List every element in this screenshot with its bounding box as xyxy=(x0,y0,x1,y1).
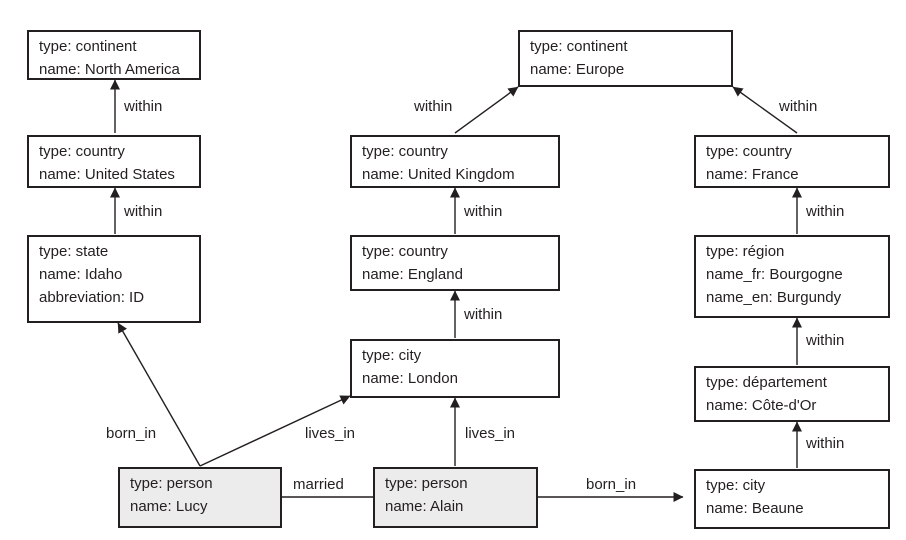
node-line: name: Lucy xyxy=(130,498,208,515)
edge-label-beaune-within-cotedor: within xyxy=(806,435,845,452)
node-idaho: type: state name: Idaho abbreviation: ID xyxy=(27,235,201,323)
node-line: name: Beaune xyxy=(706,500,804,517)
edge-lucy-lives-in-london xyxy=(199,395,351,467)
node-line: name_fr: Bourgogne xyxy=(706,266,843,283)
node-france: type: country name: France xyxy=(694,135,890,188)
node-line: name: England xyxy=(362,266,463,283)
node-line: type: person xyxy=(385,475,468,492)
edge-uk-within-europe xyxy=(454,86,519,134)
edge-france-within-europe xyxy=(732,86,798,134)
node-line: type: city xyxy=(362,347,422,364)
node-line: type: continent xyxy=(39,38,137,55)
node-beaune: type: city name: Beaune xyxy=(694,469,890,529)
node-line: name: North America xyxy=(39,61,180,78)
edge-label-lucy-lives-in-london: lives_in xyxy=(305,425,356,442)
node-lucy: type: person name: Lucy xyxy=(118,467,282,528)
edge-label-alain-born-in-beaune: born_in xyxy=(586,476,637,493)
node-bourgogne: type: région name_fr: Bourgogne name_en:… xyxy=(694,235,890,318)
edge-label-lucy-married-alain: married xyxy=(293,476,344,493)
node-line: type: country xyxy=(706,143,792,160)
node-london: type: city name: London xyxy=(350,339,560,398)
node-line: name: United States xyxy=(39,166,175,183)
node-line: name: Côte-d'Or xyxy=(706,397,817,414)
node-line: type: state xyxy=(39,243,109,260)
edge-label-bourgogne-within-france: within xyxy=(806,203,845,220)
edge-label-france-within-europe: within xyxy=(779,98,818,115)
node-line: name: Alain xyxy=(385,498,464,515)
node-line: name: Idaho xyxy=(39,266,123,283)
edge-label-england-within-uk: within xyxy=(464,203,503,220)
node-united-states: type: country name: United States xyxy=(27,135,201,188)
node-line: type: country xyxy=(362,243,448,260)
node-line: name: United Kingdom xyxy=(362,166,515,183)
node-united-kingdom: type: country name: United Kingdom xyxy=(350,135,560,188)
edge-label-lucy-born-in-idaho: born_in xyxy=(106,425,157,442)
edge-label-cotedor-within-bourgogne: within xyxy=(806,332,845,349)
edge-label-london-within-england: within xyxy=(464,306,503,323)
node-line: type: country xyxy=(39,143,125,160)
node-north-america: type: continent name: North America xyxy=(27,30,201,80)
node-line: name_en: Burgundy xyxy=(706,289,842,306)
node-line: name: France xyxy=(706,166,799,183)
node-line: name: Europe xyxy=(530,61,625,78)
node-line: abbreviation: ID xyxy=(39,289,145,306)
edge-label-uk-within-europe: within xyxy=(414,98,453,115)
edge-lucy-born-in-idaho xyxy=(117,322,201,467)
node-line: type: city xyxy=(706,477,766,494)
edge-label-alain-lives-in-london: lives_in xyxy=(465,425,516,442)
node-line: type: département xyxy=(706,374,827,391)
node-line: type: person xyxy=(130,475,213,492)
edge-label-us-within-na: within xyxy=(124,98,163,115)
node-line: type: région xyxy=(706,243,785,260)
node-line: type: continent xyxy=(530,38,628,55)
node-europe: type: continent name: Europe xyxy=(518,30,733,87)
node-cote-dor: type: département name: Côte-d'Or xyxy=(694,366,890,422)
node-line: type: country xyxy=(362,143,448,160)
node-line: name: London xyxy=(362,370,458,387)
node-alain: type: person name: Alain xyxy=(373,467,538,528)
edge-label-idaho-within-us: within xyxy=(124,203,163,220)
node-england: type: country name: England xyxy=(350,235,560,291)
